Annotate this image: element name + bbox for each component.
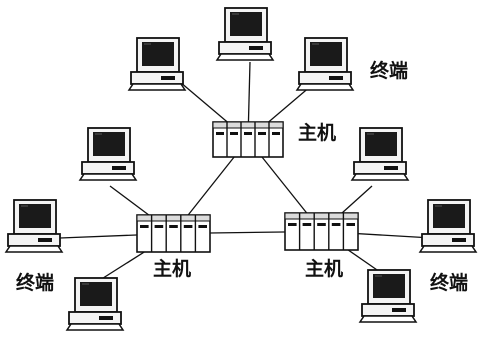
terminal-mid-right xyxy=(350,127,410,181)
terminal-bottom-left xyxy=(65,277,125,331)
terminal-top-left xyxy=(127,37,187,91)
host-top xyxy=(212,121,284,158)
terminal-far-left xyxy=(4,199,64,253)
host-left xyxy=(136,214,211,253)
terminal-label-left: 终端 xyxy=(16,272,55,294)
terminal-top-right xyxy=(295,37,355,91)
terminal-mid-left xyxy=(78,127,138,181)
host-label-top: 主机 xyxy=(298,122,337,144)
host-label-right: 主机 xyxy=(305,258,344,280)
terminal-label-right: 终端 xyxy=(430,272,469,294)
terminal-far-right xyxy=(418,199,478,253)
host-right xyxy=(284,212,359,251)
terminal-top-center xyxy=(215,7,275,61)
terminal-bottom-right xyxy=(358,269,418,323)
host-label-left: 主机 xyxy=(153,258,192,280)
terminal-label-top-right: 终端 xyxy=(370,60,409,82)
